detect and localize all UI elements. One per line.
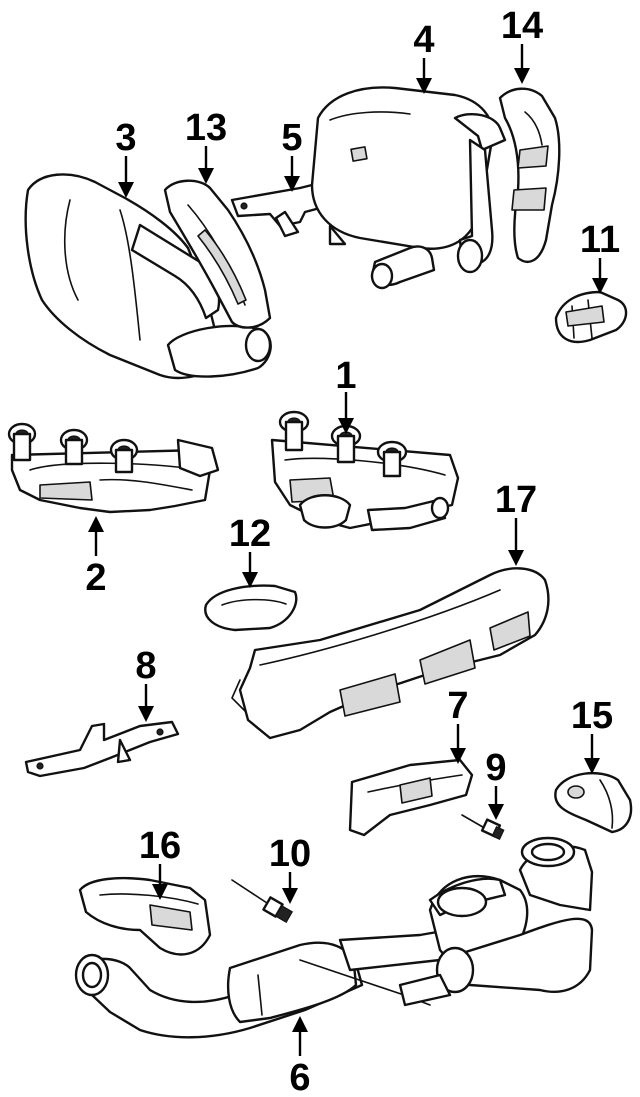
part-8-bracket	[24, 720, 180, 778]
callout-label: 15	[571, 695, 613, 737]
callout-label: 14	[501, 5, 543, 47]
part-14-shield	[498, 87, 561, 263]
part-3-heat-shield	[24, 173, 272, 379]
callout-8: 8	[135, 645, 157, 722]
part-7-shield	[348, 758, 474, 837]
callout-7: 7	[447, 685, 469, 764]
part-17-heat-shield	[231, 567, 550, 740]
callout-11: 11	[580, 219, 620, 294]
callout-label: 17	[495, 479, 537, 521]
callout-label: 16	[139, 825, 181, 867]
callout-4: 4	[413, 19, 435, 94]
part-10-sensor	[231, 879, 294, 924]
callout-label: 4	[413, 19, 434, 61]
callout-label: 10	[269, 833, 311, 875]
callout-12: 12	[229, 513, 271, 588]
callout-label: 2	[85, 557, 106, 599]
part-11-bracket	[554, 290, 628, 344]
callout-2: 2	[85, 516, 107, 599]
part-13-shield	[163, 179, 272, 329]
callout-16: 16	[139, 825, 181, 900]
part-1-exhaust-manifold	[270, 410, 460, 532]
callout-label: 3	[115, 117, 136, 159]
part-15-shield	[554, 772, 633, 834]
part-6-exhaust-pipe	[74, 836, 594, 1039]
callout-5: 5	[281, 117, 303, 192]
callout-9: 9	[485, 747, 507, 820]
callout-label: 7	[447, 685, 468, 727]
callout-14: 14	[501, 5, 543, 84]
part-2-exhaust-manifold	[7, 422, 220, 514]
callout-label: 12	[229, 513, 271, 555]
callout-13: 13	[185, 107, 227, 184]
callout-10: 10	[269, 833, 311, 904]
callout-17: 17	[495, 479, 537, 566]
callout-label: 13	[185, 107, 227, 149]
callout-label: 9	[485, 747, 506, 789]
part-12-gasket	[204, 584, 298, 632]
callout-label: 1	[335, 355, 356, 397]
part-16-shield	[78, 876, 212, 956]
part-4-muffler	[310, 86, 507, 290]
callout-label: 11	[580, 219, 620, 261]
part-9-sensor	[461, 814, 505, 841]
callout-1: 1	[335, 355, 357, 434]
callout-label: 6	[289, 1057, 310, 1097]
callout-15: 15	[571, 695, 613, 774]
callout-6: 6	[289, 1016, 311, 1097]
callout-label: 5	[281, 117, 302, 159]
callout-3: 3	[115, 117, 137, 198]
callout-label: 8	[135, 645, 156, 687]
